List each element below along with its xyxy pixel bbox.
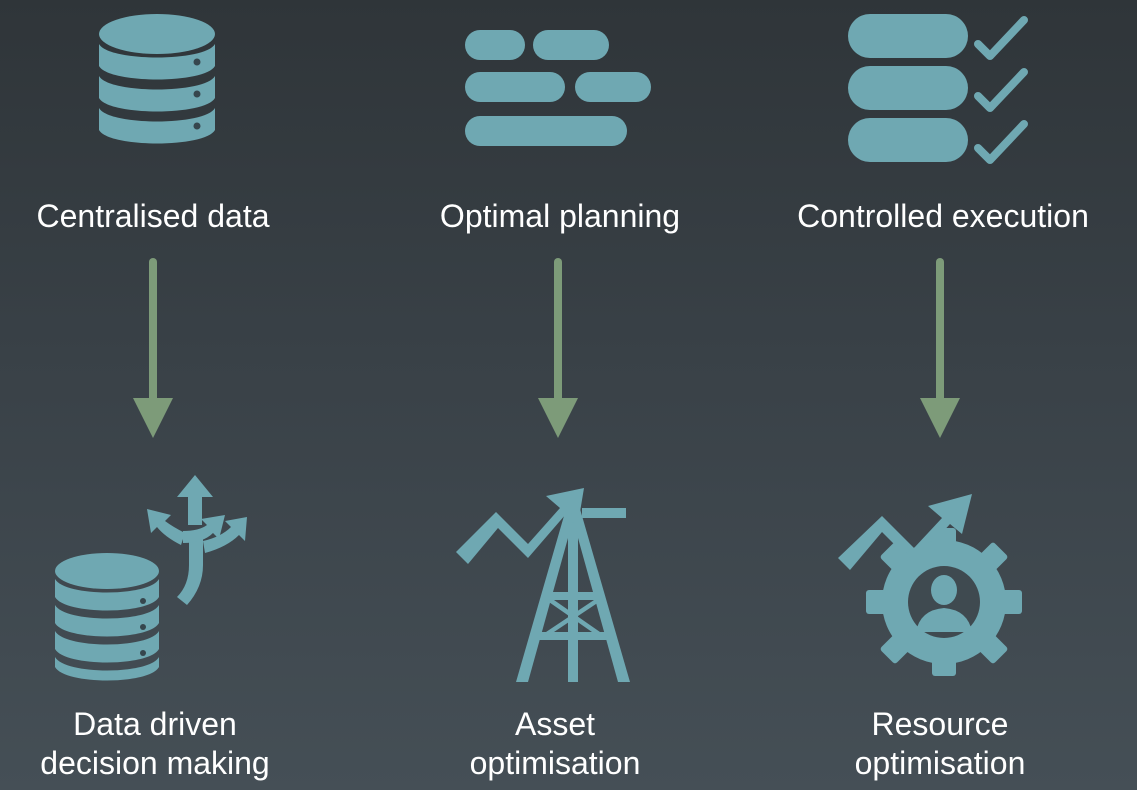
oil-rig-growth-icon (456, 488, 630, 682)
checklist-icon (848, 14, 1028, 164)
label-resource-line1: Resource (871, 706, 1009, 742)
planning-bars-icon (465, 30, 651, 146)
arrow-down-icon-1 (133, 258, 173, 438)
label-centralised-data: Centralised data (36, 198, 270, 234)
database-icon (99, 14, 215, 144)
database-decision-icon (55, 475, 247, 681)
gear-person-growth-icon (838, 494, 1022, 676)
label-data-driven-line1: Data driven (73, 706, 237, 742)
label-controlled-execution: Controlled execution (797, 198, 1089, 234)
label-asset-line2: optimisation (469, 745, 641, 781)
label-asset-line1: Asset (514, 706, 596, 742)
arrow-down-icon-2 (538, 258, 578, 438)
label-resource-line2: optimisation (854, 745, 1026, 781)
label-optimal-planning: Optimal planning (439, 198, 681, 234)
arrow-down-icon-3 (920, 258, 960, 438)
label-data-driven-line2: decision making (40, 745, 270, 781)
